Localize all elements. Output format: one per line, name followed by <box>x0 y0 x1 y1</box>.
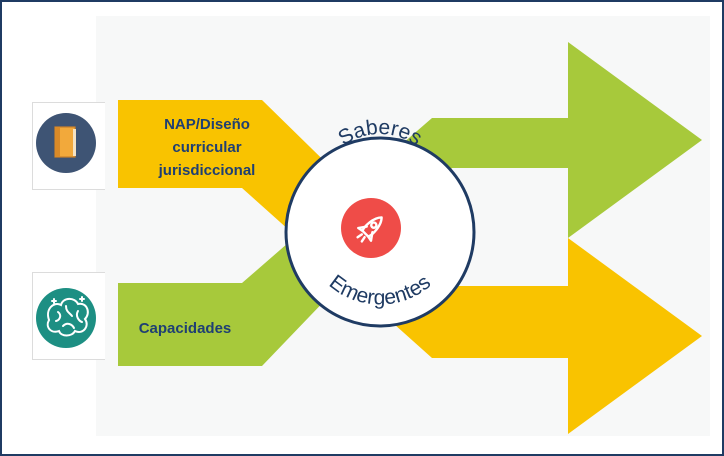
capacidades-label: Capacidades <box>138 320 232 337</box>
nap-label-line-3: jurisdiccional <box>158 162 256 179</box>
nap-label-line-1: NAP/Diseño <box>164 116 250 133</box>
book-icon <box>36 113 96 173</box>
nap-label: NAP/Diseño curricular jurisdiccional <box>132 113 282 182</box>
brain-icon <box>36 288 96 348</box>
rocket-icon <box>341 198 401 258</box>
nap-label-line-2: curricular <box>172 139 242 156</box>
rocket-icon-circle <box>341 198 401 258</box>
